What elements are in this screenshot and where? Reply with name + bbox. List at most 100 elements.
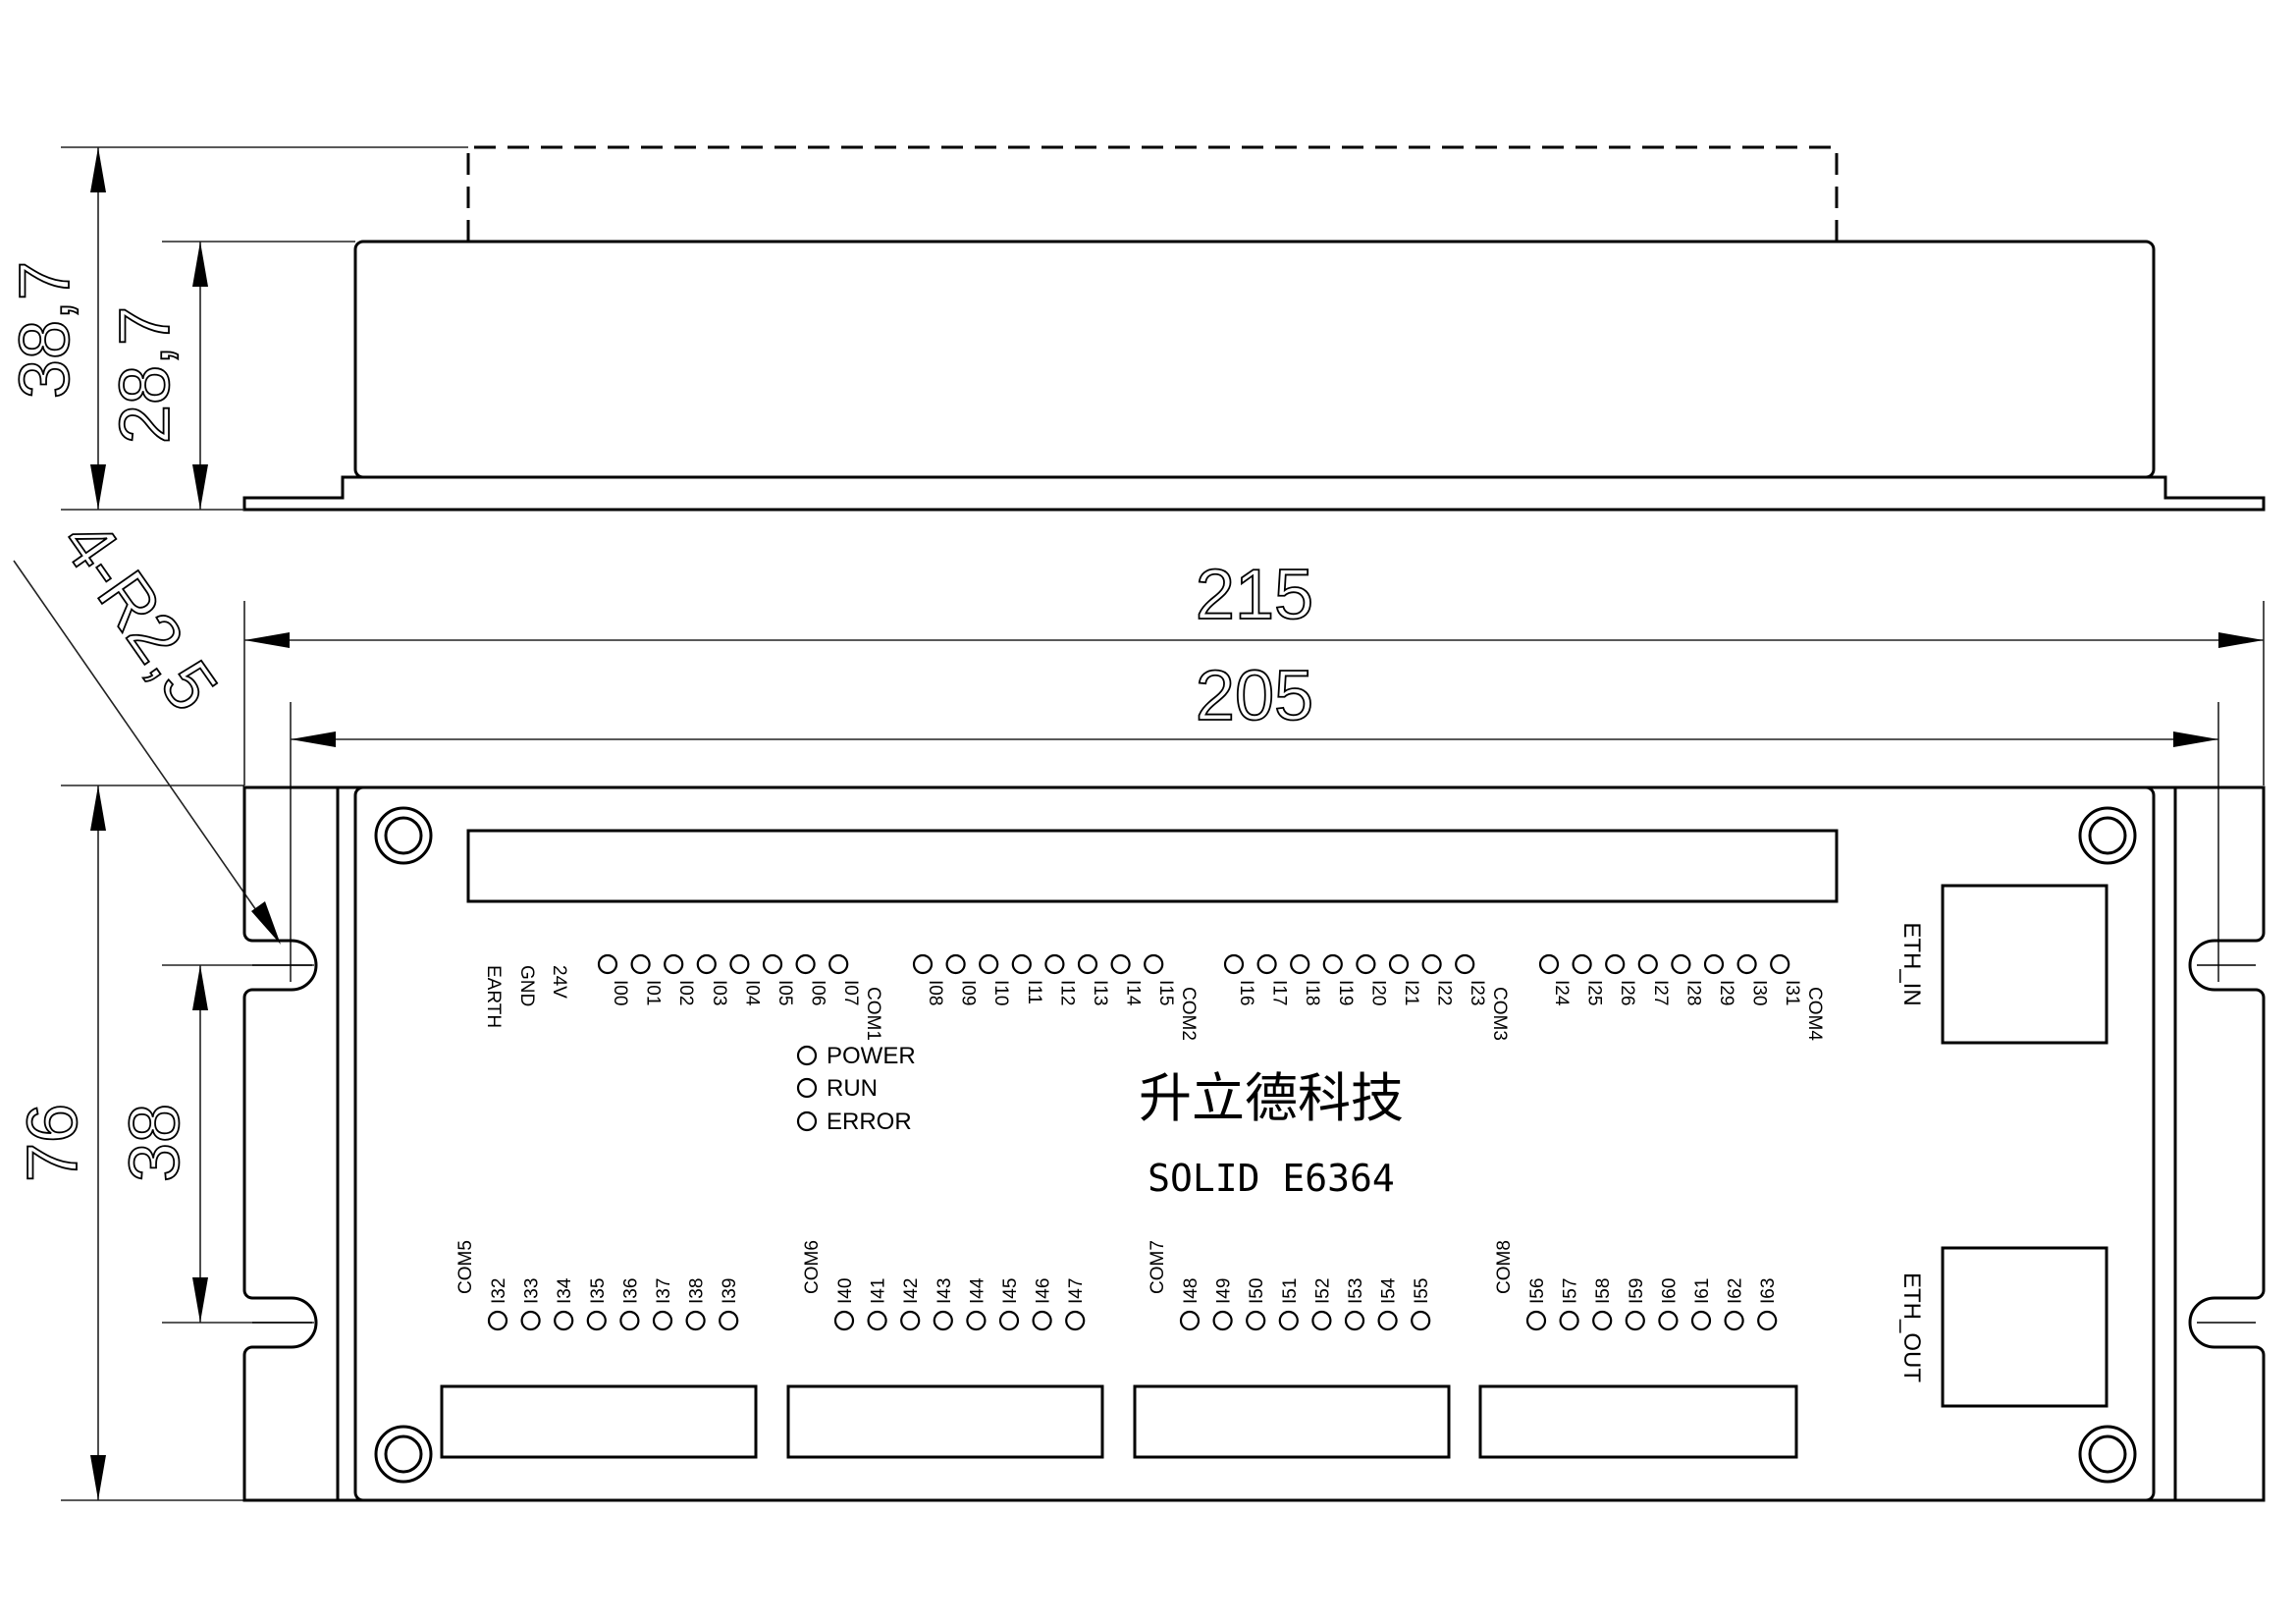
pin-label-i20: I20 <box>1367 980 1388 1005</box>
pin-terminal-i06 <box>795 953 816 975</box>
pin-label-i46: I46 <box>1034 1278 1054 1304</box>
pin-terminal-i55 <box>1411 1310 1431 1331</box>
eth-out-label: ETH_OUT <box>1898 1272 1925 1382</box>
pin-terminal-i34 <box>554 1310 574 1331</box>
pin-terminal-i16 <box>1223 953 1245 975</box>
pin-terminal-i61 <box>1690 1310 1712 1331</box>
pin-terminal-i31 <box>1770 953 1790 975</box>
pin-label-i30: I30 <box>1749 980 1770 1005</box>
pin-terminal-i28 <box>1671 953 1691 975</box>
pin-label-i19: I19 <box>1335 980 1356 1005</box>
connector-outline-dashed <box>466 145 1839 242</box>
run-led <box>796 1077 818 1099</box>
pin-label-i41: I41 <box>869 1278 889 1304</box>
pin-terminal-i01 <box>630 953 651 975</box>
terminal-block-bottom-4 <box>1478 1384 1798 1459</box>
pin-label-i32: I32 <box>489 1278 509 1304</box>
pin-label-i00: I00 <box>610 980 630 1005</box>
pin-label-i29: I29 <box>1716 980 1736 1005</box>
pin-label-i13: I13 <box>1090 980 1110 1005</box>
pin-terminal-i35 <box>586 1310 607 1331</box>
com-label-com2: COM2 <box>1178 987 1199 1041</box>
pin-terminal-i27 <box>1637 953 1658 975</box>
pin-terminal-i42 <box>900 1310 921 1331</box>
flange-outline <box>242 785 2266 1502</box>
pin-terminal-i50 <box>1246 1310 1266 1331</box>
side-view-dimensions: 38,7 28,7 <box>5 146 468 511</box>
pin-terminal-i38 <box>685 1310 706 1331</box>
com-label-com3: COM3 <box>1489 987 1510 1041</box>
pin-label-i34: I34 <box>555 1277 575 1304</box>
pin-label-i35: I35 <box>588 1278 609 1304</box>
screw-hole-br <box>2078 1425 2137 1484</box>
pin-label-i31: I31 <box>1782 980 1802 1005</box>
pin-terminal-i41 <box>867 1310 887 1331</box>
pin-terminal-i48 <box>1179 1310 1201 1331</box>
dim-depth: 76 <box>14 1104 92 1182</box>
terminal-block-top <box>466 829 1839 903</box>
pin-terminal-i57 <box>1559 1310 1579 1331</box>
com-label-com1: COM1 <box>863 987 883 1041</box>
dim-hole-spacing-width: 205 <box>1196 657 1313 735</box>
pin-terminal-i58 <box>1592 1310 1613 1331</box>
pin-label-i02: I02 <box>675 980 696 1005</box>
pin-terminal-i21 <box>1388 953 1410 975</box>
pin-label-i03: I03 <box>709 980 729 1005</box>
pin-terminal-i15 <box>1144 953 1164 975</box>
pin-label-i01: I01 <box>643 980 664 1005</box>
pin-terminal-i00 <box>597 953 618 975</box>
pin-label-i53: I53 <box>1346 1278 1366 1304</box>
dim-total-height: 38,7 <box>6 261 84 399</box>
pin-terminal-i32 <box>487 1310 508 1331</box>
width-dimensions: 215 205 <box>243 555 2265 982</box>
pin-terminal-i17 <box>1256 953 1277 975</box>
pin-terminal-i37 <box>652 1310 673 1331</box>
pin-label-i57: I57 <box>1561 1278 1581 1304</box>
pin-label-i15: I15 <box>1155 980 1176 1005</box>
pin-24v: 24V <box>549 965 569 999</box>
pin-label-i58: I58 <box>1593 1278 1614 1304</box>
pin-terminal-i33 <box>520 1310 541 1331</box>
pin-label-i27: I27 <box>1650 980 1671 1005</box>
pin-label-i12: I12 <box>1056 980 1077 1005</box>
pin-terminal-i53 <box>1344 1310 1365 1331</box>
pin-label-i16: I16 <box>1236 980 1256 1005</box>
eth-out-port <box>1941 1246 2109 1408</box>
side-body <box>353 240 2156 479</box>
pin-terminal-i40 <box>833 1310 855 1331</box>
pin-label-i44: I44 <box>967 1277 988 1304</box>
pin-terminal-i56 <box>1525 1310 1547 1331</box>
pin-terminal-i14 <box>1110 953 1131 975</box>
pin-terminal-i29 <box>1703 953 1725 975</box>
run-led-label: RUN <box>827 1075 878 1102</box>
pin-label-i36: I36 <box>620 1278 641 1304</box>
pin-terminal-i46 <box>1032 1310 1052 1331</box>
pin-label-i09: I09 <box>958 980 979 1005</box>
error-led-label: ERROR <box>827 1109 912 1135</box>
screw-hole-tl <box>374 806 433 865</box>
dim-hole-spacing-depth: 38 <box>116 1104 194 1182</box>
eth-in-port <box>1941 884 2109 1045</box>
brand-name: 升立德科技 <box>1139 1067 1404 1129</box>
pin-terminal-i30 <box>1736 953 1757 975</box>
pin-terminal-i36 <box>619 1310 640 1331</box>
pin-terminal-i07 <box>828 953 849 975</box>
depth-dimensions: 76 38 <box>13 785 314 1501</box>
pin-terminal-i45 <box>998 1310 1020 1331</box>
pin-terminal-i02 <box>664 953 684 975</box>
pin-label-i07: I07 <box>840 980 861 1005</box>
pin-label-i45: I45 <box>1000 1278 1021 1304</box>
pin-gnd: GND <box>516 965 537 1006</box>
terminal-block-bottom-2 <box>786 1384 1104 1459</box>
screw-hole-bl <box>374 1425 433 1484</box>
radius-leader: 4-R2,5 <box>13 505 281 945</box>
pin-terminal-i23 <box>1455 953 1475 975</box>
side-flange <box>242 475 2266 512</box>
pin-terminal-i63 <box>1757 1310 1778 1331</box>
pin-label-i21: I21 <box>1401 980 1421 1005</box>
pin-label-i28: I28 <box>1682 980 1703 1005</box>
pin-label-i04: I04 <box>741 980 762 1006</box>
